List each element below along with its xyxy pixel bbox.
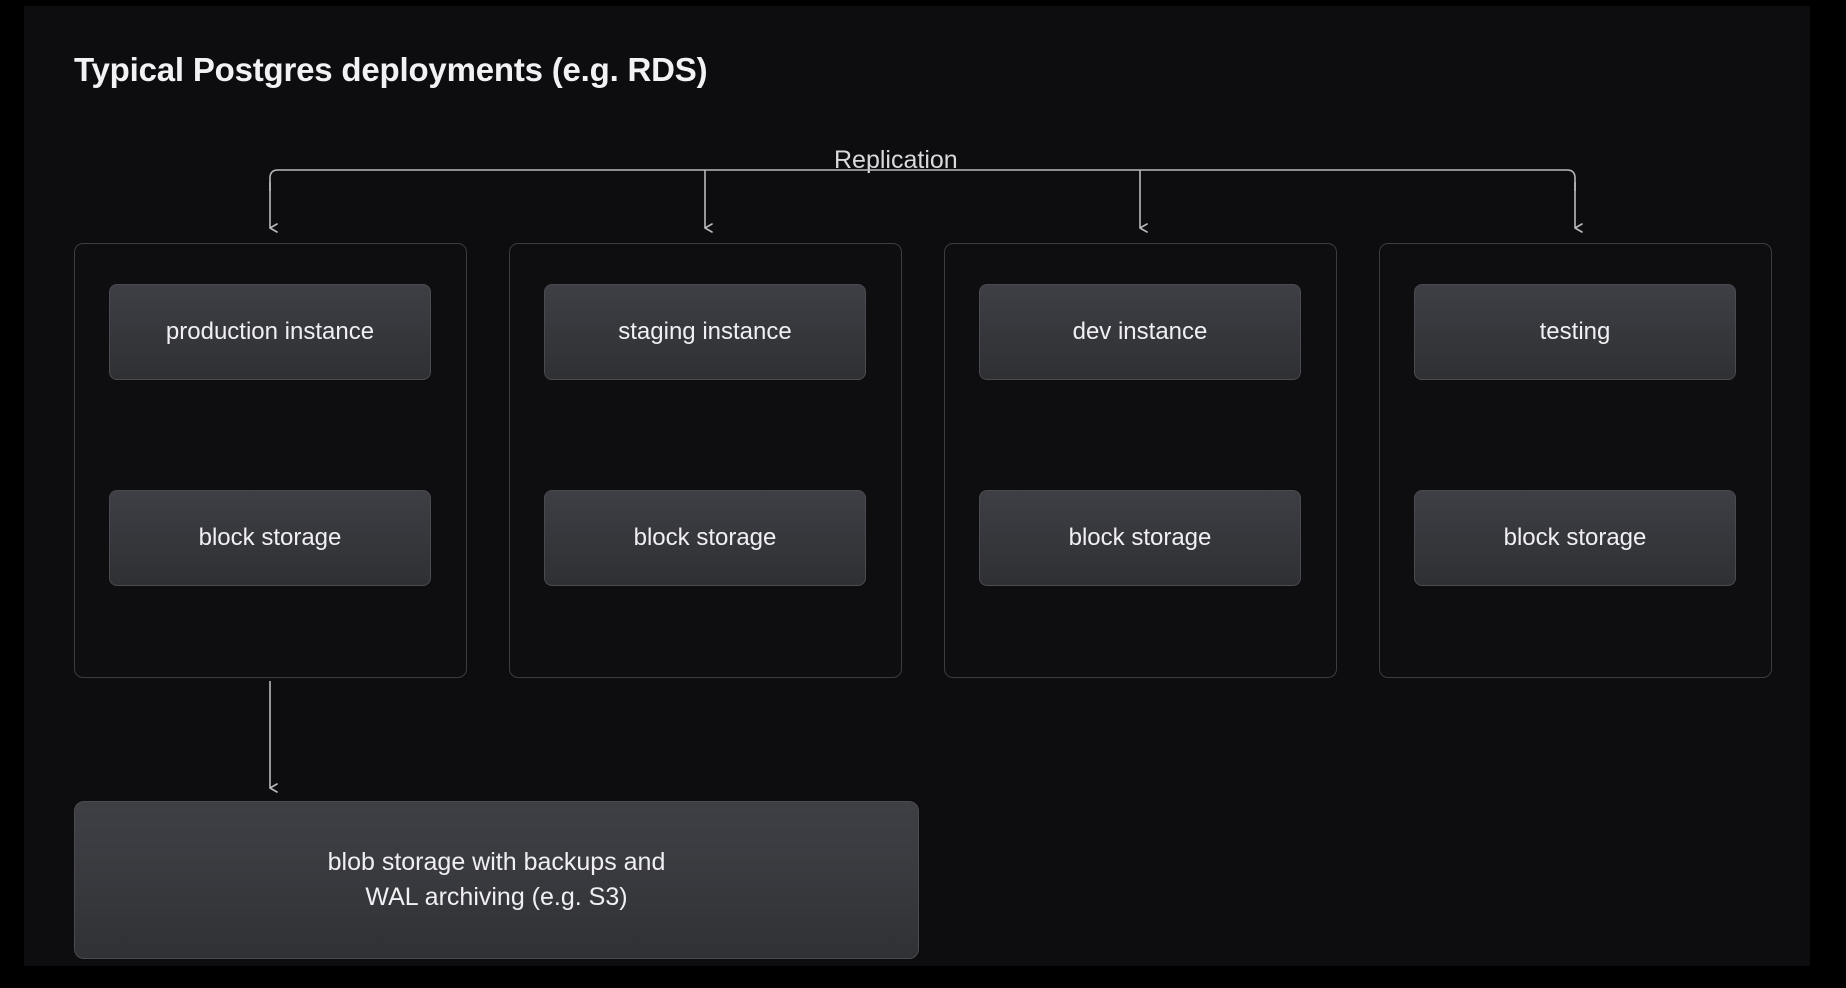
- node-blob-storage-line2: WAL archiving (e.g. S3): [328, 880, 666, 916]
- node-testing-block-storage-label: block storage: [1504, 522, 1647, 553]
- node-staging-instance[interactable]: staging instance: [544, 284, 866, 380]
- node-production-instance-label: production instance: [166, 316, 374, 347]
- page-title: Typical Postgres deployments (e.g. RDS): [74, 51, 707, 89]
- node-production-instance[interactable]: production instance: [109, 284, 431, 380]
- node-production-block-storage[interactable]: block storage: [109, 490, 431, 586]
- node-staging-block-storage[interactable]: block storage: [544, 490, 866, 586]
- node-testing-block-storage[interactable]: block storage: [1414, 490, 1736, 586]
- replication-label: Replication: [834, 146, 958, 175]
- node-blob-storage-line1: blob storage with backups and: [328, 845, 666, 881]
- node-testing-instance[interactable]: testing: [1414, 284, 1736, 380]
- node-blob-storage[interactable]: blob storage with backups and WAL archiv…: [74, 801, 919, 959]
- node-testing-instance-label: testing: [1540, 316, 1611, 347]
- node-staging-block-storage-label: block storage: [634, 522, 777, 553]
- replication-drop-arrows: [270, 170, 1575, 228]
- node-staging-instance-label: staging instance: [618, 316, 791, 347]
- node-dev-block-storage[interactable]: block storage: [979, 490, 1301, 586]
- node-dev-instance[interactable]: dev instance: [979, 284, 1301, 380]
- node-production-block-storage-label: block storage: [199, 522, 342, 553]
- node-dev-instance-label: dev instance: [1073, 316, 1208, 347]
- node-dev-block-storage-label: block storage: [1069, 522, 1212, 553]
- diagram-panel: Typical Postgres deployments (e.g. RDS) …: [24, 6, 1810, 966]
